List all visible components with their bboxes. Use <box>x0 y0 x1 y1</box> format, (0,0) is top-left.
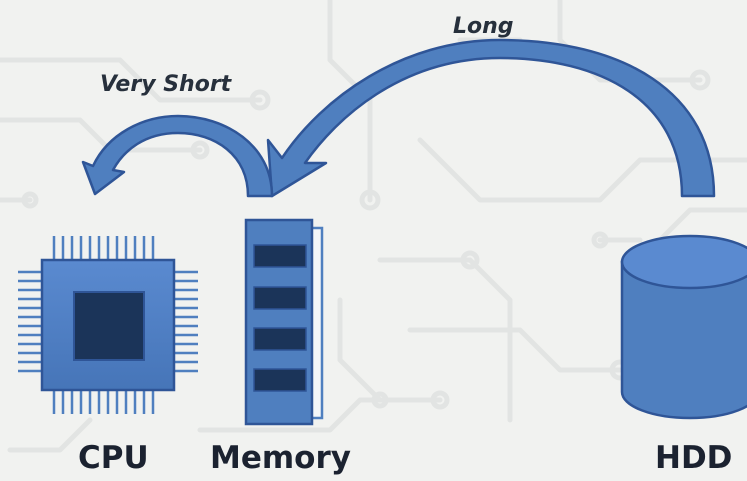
short-arrow <box>81 114 274 198</box>
memory-chip <box>253 327 307 351</box>
memory-chip <box>253 286 307 310</box>
cpu-label: CPU <box>78 440 149 476</box>
memory-module-icon <box>244 218 324 426</box>
memory-chip <box>253 368 307 392</box>
cpu-chip-icon <box>18 236 198 414</box>
cpu-die <box>73 291 145 361</box>
hdd-cylinder-icon <box>620 234 747 420</box>
long-arrow-label: Long <box>453 14 514 39</box>
long-arrow <box>266 38 716 198</box>
hdd-label: HDD <box>655 440 733 476</box>
memory-chip <box>253 244 307 268</box>
short-arrow-label: Very Short <box>100 72 232 97</box>
memory-label: Memory <box>210 440 351 476</box>
